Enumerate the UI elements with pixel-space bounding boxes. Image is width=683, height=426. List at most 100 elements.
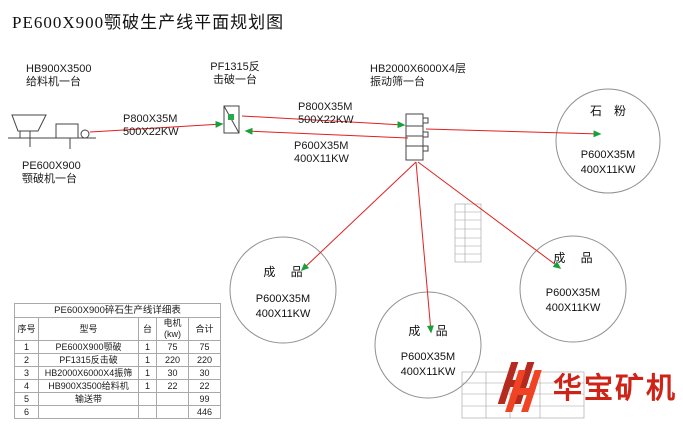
table-row: 2 PF1315反击破 1 220 220	[14, 353, 221, 367]
cell: PF1315反击破	[38, 353, 139, 367]
detail-table-header-row: 序号 型号 台 电机(kw) 合计	[14, 317, 221, 341]
feeder-label-line1: HB900X3500	[26, 63, 92, 75]
flow-screen-to-product-left	[300, 161, 417, 272]
col-header: 电机(kw)	[156, 317, 189, 341]
conveyor2-line1: P800X35M	[298, 101, 353, 113]
circle-product-middle	[374, 291, 482, 399]
stone-powder-spec2: 400X11KW	[580, 164, 636, 176]
cell	[38, 405, 139, 419]
cell	[138, 405, 157, 419]
detail-table: PE600X900碎石生产线详细表 序号 型号 台 电机(kw) 合计 1 PE…	[14, 303, 221, 419]
cell: HB900X3500给料机	[38, 379, 139, 393]
cell: PE600X900颚破	[38, 340, 139, 354]
table-row: 5 输送带 99	[14, 392, 221, 406]
conveyor1-line1: P800X35M	[123, 113, 178, 125]
circle-stone-powder	[555, 88, 661, 194]
vibrating-screen-icon	[405, 113, 429, 161]
logo-h-front	[505, 370, 542, 412]
stone-powder-name: 石 粉	[589, 104, 626, 118]
conveyor2-line2: 500X22KW	[298, 114, 354, 126]
cell: 4	[14, 379, 39, 393]
flow-impact-to-screen	[241, 115, 406, 129]
cell: 75	[156, 340, 189, 354]
conveyor3-line2: 400X11KW	[294, 153, 349, 165]
product-right-spec1: P600X35M	[545, 287, 601, 299]
flow-screen-to-product-right	[417, 161, 562, 269]
conveyor-label-screen-return: P600X35M 400X11KW	[294, 140, 349, 166]
impact-crusher-icon	[223, 105, 240, 134]
table-row: 4 HB900X3500给料机 1 22 22	[14, 379, 221, 393]
col-header: 序号	[14, 317, 39, 341]
impact-crusher-label: PF1315反 击破一台	[202, 61, 268, 87]
huabao-logo-mark	[498, 362, 542, 412]
jaw-crusher-label: PE600X900 颚破机一台	[22, 160, 81, 186]
cell: 30	[188, 366, 221, 380]
cell: 1	[138, 340, 157, 354]
col-header: 型号	[38, 317, 139, 341]
cell: 22	[188, 379, 221, 393]
jaw-label-line1: PE600X900	[22, 160, 81, 172]
flow-screen-to-powder	[425, 128, 602, 138]
cell: 输送带	[38, 392, 139, 406]
flow-screen-to-product-middle	[415, 161, 434, 334]
cell: 1	[138, 353, 157, 367]
cell: 5	[14, 392, 39, 406]
table-row: 3 HB2000X6000X4振筛 1 30 30	[14, 366, 221, 380]
detail-table-title: PE600X900碎石生产线详细表	[14, 303, 221, 318]
spec-strip-table	[454, 203, 482, 263]
flow-feeder-to-impact	[89, 120, 224, 133]
product-middle-name: 成 品	[408, 324, 448, 338]
screen-label-line1: HB2000X6000X4层	[370, 63, 467, 75]
product-left-spec: P600X35M 400X11KW	[231, 292, 335, 322]
screen-label-line2: 振动筛一台	[370, 76, 425, 88]
huabao-logo-text: 华宝矿机	[553, 373, 678, 405]
huabao-logo: 华宝矿机	[498, 358, 677, 414]
impact-label-line1: PF1315反	[210, 61, 260, 73]
product-right-spec: P600X35M 400X11KW	[521, 286, 625, 316]
product-middle-spec: P600X35M 400X11KW	[376, 350, 480, 380]
conveyor3-line1: P600X35M	[294, 140, 349, 152]
impact-label-line2: 击破一台	[213, 74, 257, 86]
feeder-label: HB900X3500 给料机一台	[26, 63, 91, 89]
table-row: 1 PE600X900颚破 1 75 75	[14, 340, 221, 354]
cell: 99	[188, 392, 221, 406]
vibrating-screen-label: HB2000X6000X4层 振动筛一台	[370, 63, 466, 89]
product-middle-spec2: 400X11KW	[400, 366, 456, 378]
stone-powder-spec: P600X35M 400X11KW	[556, 148, 660, 178]
cell: HB2000X6000X4振筛	[38, 366, 139, 380]
jaw-label-line2: 颚破机一台	[22, 173, 77, 185]
cell: 6	[14, 405, 39, 419]
product-left-spec2: 400X11KW	[255, 308, 311, 320]
cell: 30	[156, 366, 189, 380]
cell	[156, 392, 189, 406]
stone-powder-spec1: P600X35M	[580, 149, 636, 161]
col-header: 合计	[188, 317, 221, 341]
flow-screen-return-to-impact	[244, 127, 409, 139]
feeder-label-line2: 给料机一台	[26, 76, 81, 88]
cell: 1	[138, 366, 157, 380]
cell: 22	[156, 379, 189, 393]
feeder-jaw-icon	[8, 114, 96, 149]
product-right-name: 成 品	[553, 251, 593, 265]
product-left-spec1: P600X35M	[255, 293, 311, 305]
cell: 1	[14, 340, 39, 354]
cell: 446	[188, 405, 221, 419]
cell: 220	[156, 353, 189, 367]
product-left-name: 成 品	[263, 265, 303, 279]
page-title: PE600X900颚破生产线平面规划图	[12, 13, 285, 32]
circle-product-left	[229, 236, 337, 344]
product-middle-spec1: P600X35M	[400, 351, 456, 363]
cell: 75	[188, 340, 221, 354]
cell: 3	[14, 366, 39, 380]
conveyor-label-impact-to-screen: P800X35M 500X22KW	[298, 101, 354, 127]
conveyor1-line2: 500X22KW	[123, 126, 179, 138]
cell: 1	[138, 379, 157, 393]
cell: 2	[14, 353, 39, 367]
product-right-spec2: 400X11KW	[545, 302, 601, 314]
conveyor-label-feed-to-impact: P800X35M 500X22KW	[123, 113, 179, 139]
col-header: 台	[138, 317, 157, 341]
circle-product-right	[519, 235, 627, 343]
cell: 220	[188, 353, 221, 367]
cell	[138, 392, 157, 406]
